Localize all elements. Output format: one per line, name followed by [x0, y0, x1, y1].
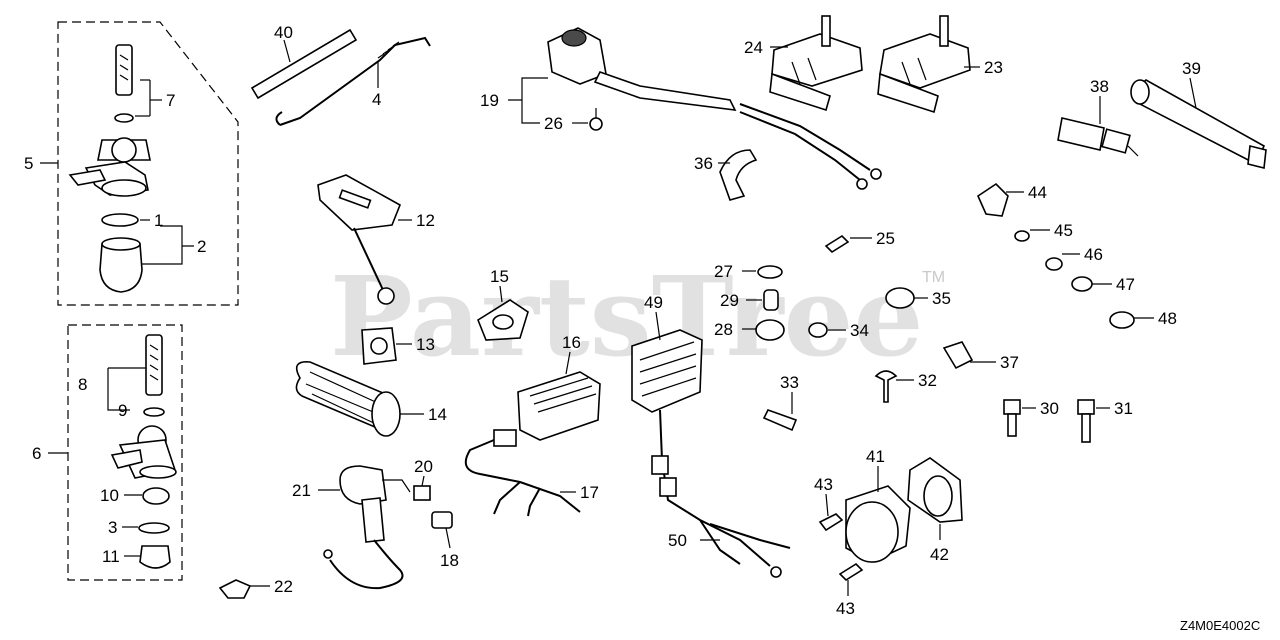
callout-17[interactable]: 17	[580, 483, 599, 502]
callout-50[interactable]: 50	[668, 531, 687, 550]
callout-46[interactable]: 46	[1084, 245, 1103, 264]
clip-44	[976, 182, 1009, 217]
bolt-43a	[818, 513, 844, 532]
spark-plug-38	[1057, 117, 1139, 157]
callout-20[interactable]: 20	[414, 457, 433, 476]
screw-32	[874, 370, 898, 403]
callout-27[interactable]: 27	[714, 262, 733, 281]
tube-and-rod	[250, 28, 431, 126]
callout-12[interactable]: 12	[416, 211, 435, 230]
callout-7[interactable]: 7	[166, 91, 175, 110]
cap-18	[431, 511, 453, 529]
callout-4[interactable]: 4	[372, 90, 381, 109]
clamp-36	[719, 149, 758, 201]
screw-33	[762, 409, 798, 432]
callout-18[interactable]: 18	[440, 551, 459, 570]
callout-43a[interactable]: 43	[814, 475, 833, 494]
cable-19	[547, 27, 882, 190]
callout-13[interactable]: 13	[416, 335, 435, 354]
harness-17	[464, 439, 581, 513]
callout-36[interactable]: 36	[694, 154, 713, 173]
mount-23	[877, 15, 971, 114]
bolt-30	[1003, 399, 1021, 437]
callout-29[interactable]: 29	[720, 291, 739, 310]
callout-33[interactable]: 33	[780, 373, 799, 392]
clip-22	[218, 579, 252, 599]
callout-32[interactable]: 32	[918, 371, 937, 390]
bolt-43b	[838, 562, 864, 582]
watermark-tm: TM	[922, 269, 945, 286]
cover-42	[907, 457, 963, 523]
callout-3[interactable]: 3	[108, 518, 117, 537]
harness-50	[659, 409, 771, 567]
callout-41[interactable]: 41	[866, 447, 885, 466]
regulator-49	[631, 329, 703, 413]
callout-23[interactable]: 23	[984, 58, 1003, 77]
callout-14[interactable]: 14	[428, 405, 447, 424]
callout-48[interactable]: 48	[1158, 309, 1177, 328]
callout-44[interactable]: 44	[1028, 183, 1047, 202]
callout-15[interactable]: 15	[490, 267, 509, 286]
fuel-valve-group-5	[57, 21, 239, 306]
callout-40[interactable]: 40	[274, 23, 293, 42]
clip-46	[1045, 257, 1063, 271]
callout-34[interactable]: 34	[850, 321, 869, 340]
callout-22[interactable]: 22	[274, 577, 293, 596]
bolt-25	[824, 234, 850, 254]
nut-34	[808, 322, 828, 338]
callout-31[interactable]: 31	[1114, 399, 1133, 418]
callout-42[interactable]: 42	[930, 545, 949, 564]
callout-45[interactable]: 45	[1054, 221, 1073, 240]
callout-39[interactable]: 39	[1182, 59, 1201, 78]
rectifier-16	[493, 371, 601, 447]
callout-38[interactable]: 38	[1090, 77, 1109, 96]
callout-8[interactable]: 8	[78, 375, 87, 394]
clip-48	[1109, 311, 1135, 329]
clip-47	[1071, 276, 1093, 292]
callout-43b[interactable]: 43	[836, 599, 855, 618]
callout-49[interactable]: 49	[644, 293, 663, 312]
callout-2[interactable]: 2	[197, 237, 206, 256]
callout-24[interactable]: 24	[744, 38, 763, 57]
screw-26	[589, 117, 603, 131]
bracket-12	[317, 174, 402, 305]
callout-47[interactable]: 47	[1116, 275, 1135, 294]
mount-24	[769, 15, 863, 112]
grommet-28	[755, 319, 785, 341]
callout-35[interactable]: 35	[932, 289, 951, 308]
callout-19[interactable]: 19	[480, 91, 499, 110]
ignition-21	[323, 465, 411, 590]
bolt-31	[1077, 399, 1095, 443]
collar-29	[763, 289, 779, 311]
callout-26[interactable]: 26	[544, 114, 563, 133]
callout-37[interactable]: 37	[1000, 353, 1019, 372]
wrench-39	[1130, 79, 1267, 169]
clip-45	[1014, 230, 1030, 242]
callout-16[interactable]: 16	[562, 333, 581, 352]
callout-30[interactable]: 30	[1040, 399, 1059, 418]
callout-11[interactable]: 11	[102, 547, 120, 566]
cover-41	[845, 485, 911, 563]
washer-27	[757, 265, 783, 279]
callout-1[interactable]: 1	[154, 211, 163, 230]
watermark: PartsTree	[330, 252, 924, 381]
callout-28[interactable]: 28	[714, 320, 733, 339]
callout-9[interactable]: 9	[118, 401, 127, 420]
cap-20	[413, 485, 431, 501]
nut-35	[885, 287, 915, 309]
diagram-code: Z4M0E4002C	[1180, 618, 1260, 633]
bolt-37	[942, 341, 974, 370]
callout-21[interactable]: 21	[292, 481, 311, 500]
callout-25[interactable]: 25	[876, 229, 895, 248]
callout-10[interactable]: 10	[100, 486, 119, 505]
callout-6[interactable]: 6	[32, 444, 41, 463]
callout-5[interactable]: 5	[24, 154, 33, 173]
fuel-valve-group-6	[67, 324, 183, 581]
